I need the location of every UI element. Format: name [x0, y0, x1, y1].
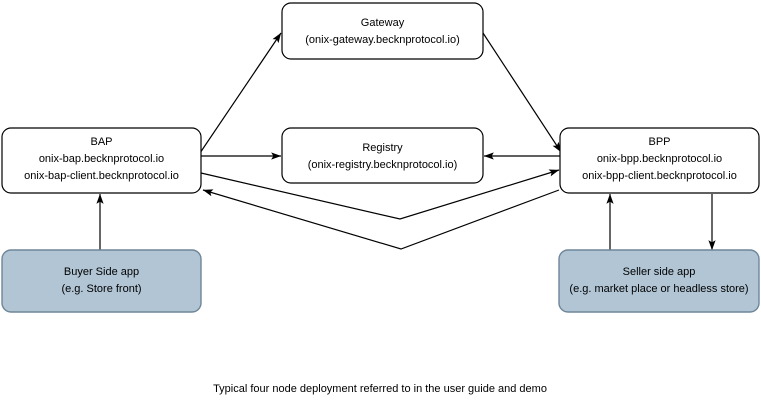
node-bap-box[interactable] — [1, 127, 202, 194]
edge-gateway-to-bpp — [482, 32, 562, 153]
diagram-caption: Typical four node deployment referred to… — [213, 383, 547, 395]
node-buyer-app[interactable]: Buyer Side app (e.g. Store front) — [1, 249, 202, 313]
edge-bap-to-gateway — [199, 32, 282, 154]
node-registry-line-1: Registry — [362, 142, 403, 154]
node-seller-app[interactable]: Seller side app (e.g. market place or he… — [558, 249, 760, 313]
node-seller-app-line-1: Seller side app — [623, 266, 696, 278]
node-gateway-line-2: (onix-gateway.becknprotocol.io) — [305, 34, 459, 46]
node-bpp-line-2: onix-bpp.becknprotocol.io — [597, 153, 722, 165]
node-registry-box[interactable] — [281, 127, 484, 184]
node-bpp-box[interactable] — [559, 127, 760, 194]
node-bap-line-2: onix-bap.becknprotocol.io — [39, 153, 164, 165]
node-gateway-box[interactable] — [281, 2, 484, 60]
edge-layer — [96, 32, 716, 251]
node-bap-line-3: onix-bap-client.becknprotocol.io — [24, 170, 179, 182]
node-buyer-app-box[interactable] — [1, 249, 202, 313]
node-seller-app-line-2: (e.g. market place or headless store) — [569, 283, 748, 295]
node-buyer-app-line-1: Buyer Side app — [64, 266, 139, 278]
node-bpp[interactable]: BPP onix-bpp.becknprotocol.io onix-bpp-c… — [559, 127, 760, 194]
node-bpp-line-1: BPP — [648, 136, 670, 148]
edge-bap-to-bpp — [200, 169, 560, 220]
node-registry-line-2: (onix-registry.becknprotocol.io) — [308, 159, 458, 171]
node-bap-line-1: BAP — [90, 136, 112, 148]
node-gateway[interactable]: Gateway (onix-gateway.becknprotocol.io) — [281, 2, 484, 60]
node-bpp-line-3: onix-bpp-client.becknprotocol.io — [582, 170, 737, 182]
node-registry[interactable]: Registry (onix-registry.becknprotocol.io… — [281, 127, 484, 184]
node-gateway-line-1: Gateway — [361, 17, 405, 29]
edge-bpp-to-bap — [202, 189, 560, 250]
node-bap[interactable]: BAP onix-bap.becknprotocol.io onix-bap-c… — [1, 127, 202, 194]
node-seller-app-box[interactable] — [558, 249, 760, 313]
node-buyer-app-line-2: (e.g. Store front) — [61, 283, 141, 295]
